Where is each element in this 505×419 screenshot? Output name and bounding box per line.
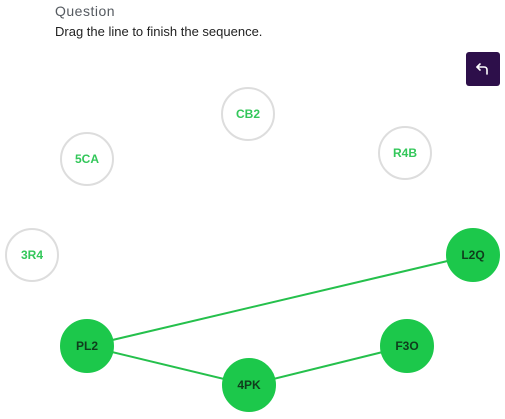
- connection-line-l2q-pl2: [86, 254, 474, 347]
- question-label: Question: [55, 3, 116, 19]
- node-circle: [378, 126, 432, 180]
- node-3r4[interactable]: 3R4: [5, 228, 59, 282]
- node-circle: [60, 132, 114, 186]
- connection-line-pl2-4pk: [86, 345, 250, 386]
- node-label: R4B: [393, 146, 417, 160]
- node-circle: [221, 87, 275, 141]
- connection-lines: [86, 254, 474, 386]
- node-circle: [60, 319, 114, 373]
- sequence-nodes: CB2 5CA R4B 3R4 L2Q PL2 F3O 4PK: [5, 87, 500, 412]
- node-cb2[interactable]: CB2: [221, 87, 275, 141]
- node-label: 3R4: [21, 248, 43, 262]
- node-label: 5CA: [75, 152, 99, 166]
- node-4pk[interactable]: 4PK: [222, 358, 276, 412]
- node-label: L2Q: [461, 248, 484, 262]
- connection-line-4pk-f3o: [248, 345, 408, 386]
- node-l2q[interactable]: L2Q: [446, 228, 500, 282]
- node-circle: [446, 228, 500, 282]
- node-pl2[interactable]: PL2: [60, 319, 114, 373]
- undo-arrow-icon: [476, 63, 488, 75]
- node-circle: [5, 228, 59, 282]
- node-label: 4PK: [237, 378, 261, 392]
- node-label: CB2: [236, 107, 260, 121]
- node-label: F3O: [395, 339, 418, 353]
- node-label: PL2: [76, 339, 98, 353]
- node-f3o[interactable]: F3O: [380, 319, 434, 373]
- node-5ca[interactable]: 5CA: [60, 132, 114, 186]
- node-r4b[interactable]: R4B: [378, 126, 432, 180]
- undo-button[interactable]: [466, 52, 500, 86]
- node-circle: [222, 358, 276, 412]
- node-circle: [380, 319, 434, 373]
- instruction-text: Drag the line to finish the sequence.: [55, 24, 263, 39]
